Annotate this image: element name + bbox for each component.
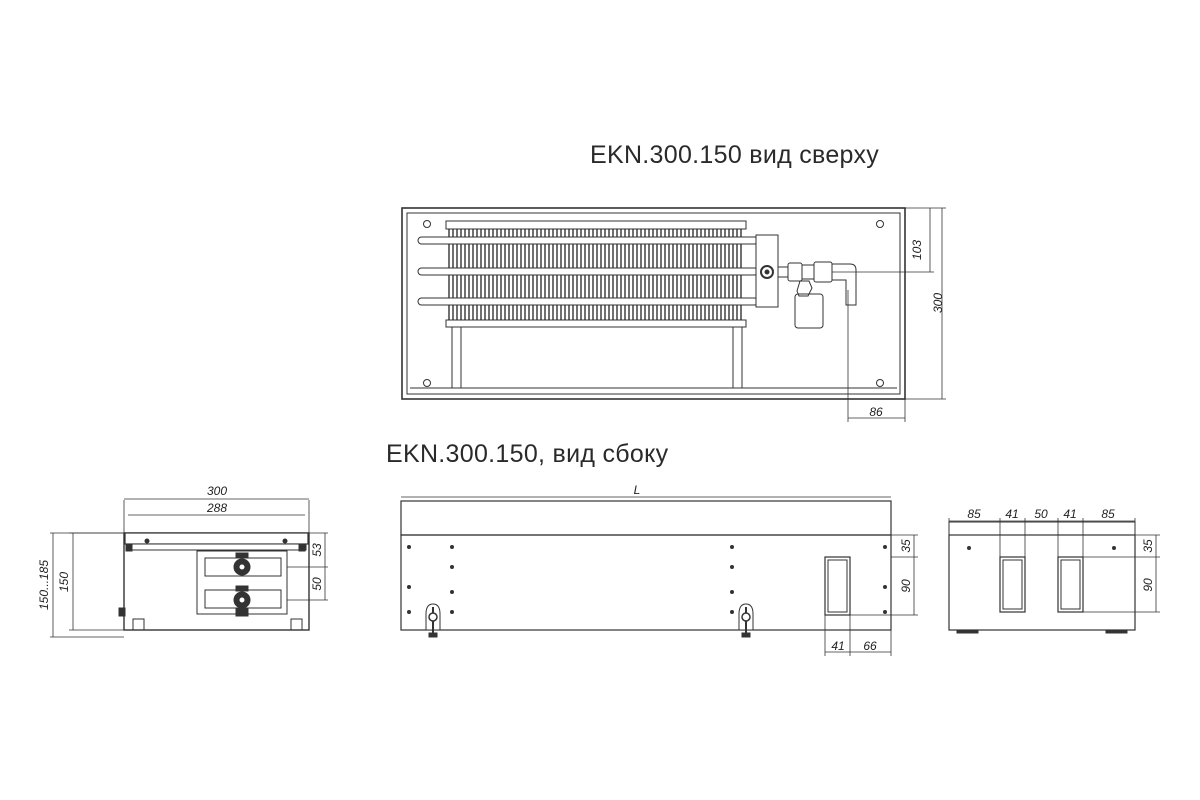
top-view: 103 300 86 [401, 207, 946, 422]
end-view: 300 288 150...185 150 53 50 [37, 484, 328, 638]
side-view-title: EKN.300.150, вид сбоку [386, 440, 669, 468]
dim-end-upper-gap: 53 [310, 543, 324, 557]
top-inner-frame [406, 212, 901, 395]
dim-back-window-height: 90 [1141, 578, 1155, 592]
dim-end-height-range: 150...185 [37, 560, 51, 610]
screw-icon [876, 220, 884, 228]
dim-end-pipe-spacing: 50 [310, 577, 324, 591]
end-dimensions [50, 498, 328, 638]
top-outer-frame [401, 207, 906, 400]
mounting-holes [407, 545, 887, 614]
back-view: 85 41 50 41 85 35 90 [948, 507, 1160, 634]
dim-side-window-offset: 66 [863, 639, 877, 653]
dim-back-left-margin: 85 [967, 507, 981, 521]
dim-back-window1: 41 [1005, 507, 1018, 521]
dim-top-height: 300 [931, 293, 945, 313]
dim-outlet-offset: 86 [869, 405, 883, 419]
valve-assembly [777, 261, 857, 329]
top-view-title: EKN.300.150 вид сверху [590, 141, 880, 169]
top-dimensions [832, 207, 946, 422]
valve-icon [233, 552, 251, 576]
adjustable-foot-icon [425, 603, 441, 638]
dim-end-width-outer: 300 [207, 484, 227, 498]
heat-exchanger [410, 220, 897, 389]
dim-back-top-gap: 35 [1141, 539, 1155, 553]
dim-side-window-width: 41 [831, 639, 844, 653]
dim-end-height: 150 [57, 572, 71, 592]
adjustable-foot-icon [738, 603, 754, 638]
side-dimensions [401, 496, 918, 656]
dim-side-top-gap: 35 [899, 539, 913, 553]
dim-back-gap: 50 [1034, 507, 1048, 521]
dim-pipe-offset: 103 [910, 240, 924, 260]
back-dimensions [948, 518, 1160, 613]
screw-icon [423, 220, 431, 228]
valve-knob-icon [760, 265, 774, 279]
dim-side-length: L [634, 483, 641, 497]
dim-end-width-inner: 288 [206, 501, 227, 515]
dim-side-window-height: 90 [899, 579, 913, 593]
dim-back-right-margin: 85 [1101, 507, 1115, 521]
valve-icon [233, 585, 251, 617]
screw-icon [876, 379, 884, 387]
screw-icon [423, 379, 431, 387]
dim-back-window2: 41 [1063, 507, 1076, 521]
side-view: L 35 90 41 66 [400, 483, 918, 656]
